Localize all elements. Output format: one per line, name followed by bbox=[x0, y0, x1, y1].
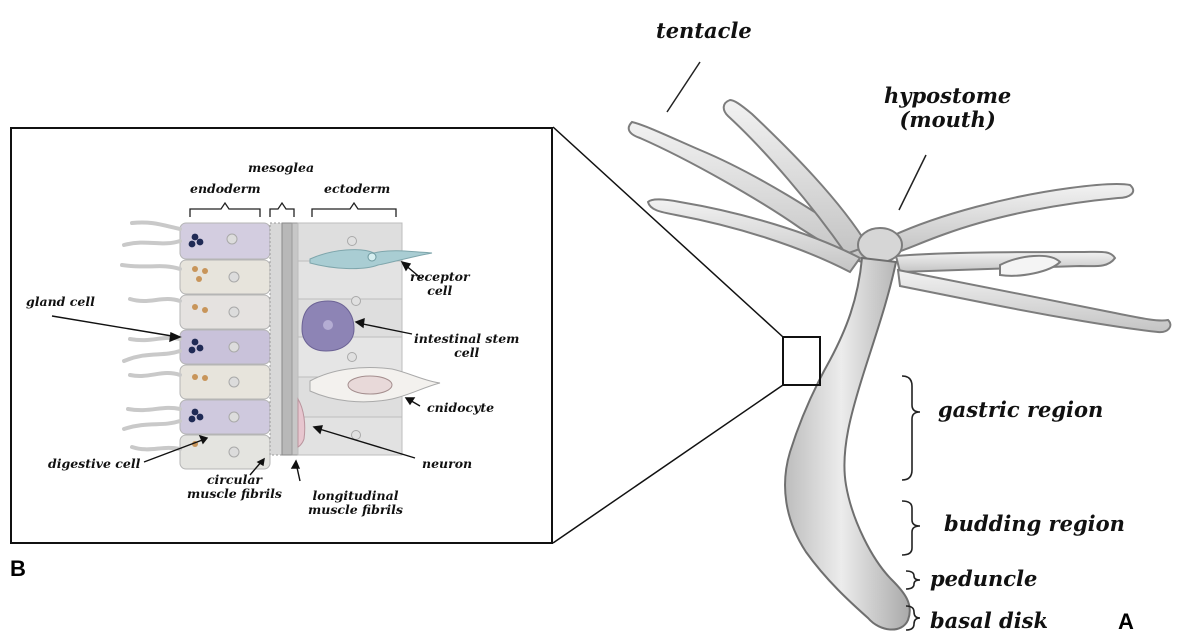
tentacle-right-lower bbox=[898, 270, 1170, 332]
cnidocyte-label: cnidocyte bbox=[427, 401, 494, 415]
stem-cell-nucleus bbox=[323, 320, 333, 330]
region-brackets bbox=[902, 376, 920, 630]
ectoderm-label: ectoderm bbox=[324, 182, 390, 196]
ectoderm-bracket bbox=[312, 203, 396, 217]
zoom-box bbox=[783, 337, 820, 385]
tentacle-far-left bbox=[629, 122, 870, 262]
receptor-cell-label: receptor cell bbox=[410, 270, 470, 299]
hypostome-label: hypostome (mouth) bbox=[884, 84, 1011, 132]
gland-cell-label: gland cell bbox=[26, 295, 95, 309]
mesoglea-label: mesoglea bbox=[248, 161, 314, 175]
longitudinal-muscle-fibrils bbox=[292, 223, 298, 455]
budding-region-label: budding region bbox=[944, 512, 1125, 536]
panel-a-letter: A bbox=[1118, 609, 1134, 635]
endoderm-cell bbox=[180, 295, 270, 329]
longitudinal-muscle-fibrils-label: longitudinal muscle fibrils bbox=[308, 489, 403, 518]
body-column bbox=[785, 258, 910, 630]
neuron-label: neuron bbox=[422, 457, 472, 471]
panel-b-letter: B bbox=[10, 556, 26, 582]
endoderm-bracket bbox=[190, 203, 260, 217]
intestinal-stem-cell-label: intestinal stem cell bbox=[414, 332, 519, 361]
hypostome-pointer bbox=[899, 155, 926, 210]
peduncle-bracket bbox=[906, 571, 920, 589]
gastric-bracket bbox=[902, 376, 920, 480]
peduncle-label: peduncle bbox=[930, 567, 1037, 591]
endoderm-cell bbox=[180, 260, 270, 294]
circular-muscle-fibrils-label: circular muscle fibrils bbox=[187, 473, 282, 502]
zoom-line-bottom bbox=[553, 385, 783, 543]
tentacle-label: tentacle bbox=[656, 19, 752, 43]
gastric-region-label: gastric region bbox=[938, 398, 1103, 422]
mesoglea-layer bbox=[282, 223, 292, 455]
tentacles bbox=[629, 100, 1171, 332]
receptor-cell-nucleus bbox=[368, 253, 376, 261]
hypostome-knob bbox=[858, 228, 902, 262]
mesoglea-bracket bbox=[270, 203, 294, 217]
tentacle-right-upper bbox=[892, 184, 1133, 252]
circular-muscle-fibrils bbox=[270, 223, 282, 455]
budding-bracket bbox=[902, 501, 920, 555]
endoderm-cell bbox=[180, 365, 270, 399]
endoderm-cell bbox=[180, 435, 270, 469]
layer-brackets bbox=[190, 203, 396, 217]
endoderm-layer bbox=[180, 223, 270, 469]
basal-disk-label: basal disk bbox=[930, 609, 1048, 633]
tentacle-pointer bbox=[667, 62, 700, 112]
endoderm-label: endoderm bbox=[190, 182, 261, 196]
digestive-cell-label: digestive cell bbox=[48, 457, 140, 471]
tissue-inset-panel: mesoglea endoderm ectoderm receptor cell… bbox=[10, 127, 553, 544]
cnidocyst bbox=[348, 376, 392, 394]
